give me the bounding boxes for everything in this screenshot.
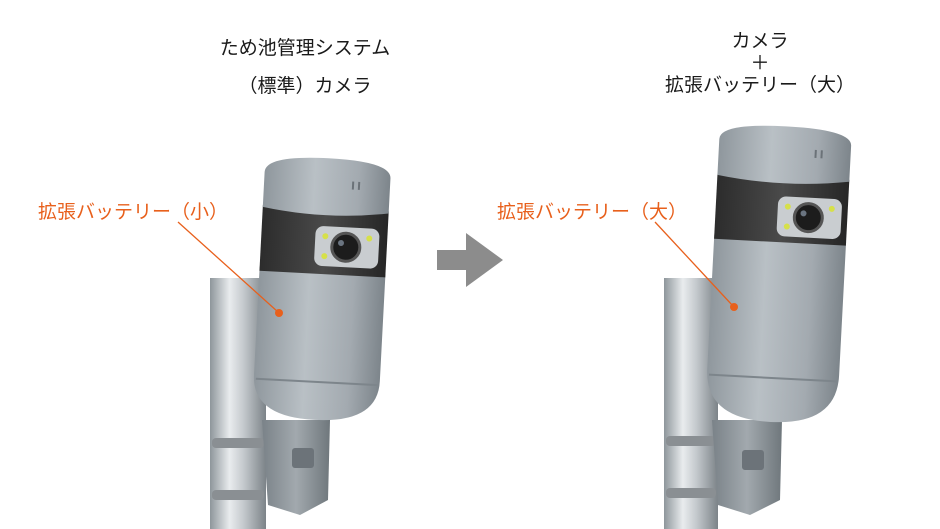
left-annotation-line bbox=[177, 221, 279, 313]
right-annotation-dot bbox=[730, 303, 738, 311]
left-annotation-label: 拡張バッテリー（小） bbox=[38, 201, 229, 223]
right-bracket-slot bbox=[742, 450, 764, 470]
right-title: カメラ ＋ 拡張バッテリー（大） bbox=[640, 30, 880, 96]
left-led-1 bbox=[322, 233, 329, 240]
left-clamp-upper bbox=[212, 438, 264, 448]
right-led-1 bbox=[784, 203, 791, 210]
right-annotation-label: 拡張バッテリー（大） bbox=[497, 201, 688, 223]
right-annotation-line bbox=[654, 221, 734, 307]
right-led-2 bbox=[783, 223, 790, 230]
left-bracket-slot bbox=[292, 448, 314, 468]
right-device bbox=[654, 125, 852, 529]
right-battery-body bbox=[707, 234, 847, 423]
left-annotation-dot bbox=[275, 309, 283, 317]
left-title-line2: （標準）カメラ bbox=[238, 75, 372, 97]
right-lens bbox=[792, 202, 824, 234]
right-clamp-lower bbox=[666, 488, 716, 498]
right-title-line3: 拡張バッテリー（大） bbox=[664, 74, 855, 96]
right-led-3 bbox=[828, 205, 835, 212]
right-top-cap bbox=[717, 125, 852, 184]
left-title-line1: ため池管理システム bbox=[219, 37, 391, 59]
right-arrow-icon bbox=[437, 233, 503, 287]
left-title: ため池管理システム （標準）カメラ bbox=[190, 36, 420, 98]
left-led-3 bbox=[366, 235, 373, 242]
left-pole bbox=[210, 278, 266, 529]
right-title-line2: ＋ bbox=[750, 52, 770, 74]
left-device bbox=[177, 157, 391, 529]
right-clamp-upper bbox=[666, 436, 716, 446]
left-lens bbox=[330, 231, 362, 263]
left-led-2 bbox=[321, 253, 328, 260]
left-top-cap bbox=[262, 157, 391, 216]
left-battery-body bbox=[253, 266, 386, 421]
right-title-line1: カメラ bbox=[731, 30, 789, 52]
left-clamp-lower bbox=[212, 490, 264, 500]
right-pole bbox=[664, 278, 718, 529]
